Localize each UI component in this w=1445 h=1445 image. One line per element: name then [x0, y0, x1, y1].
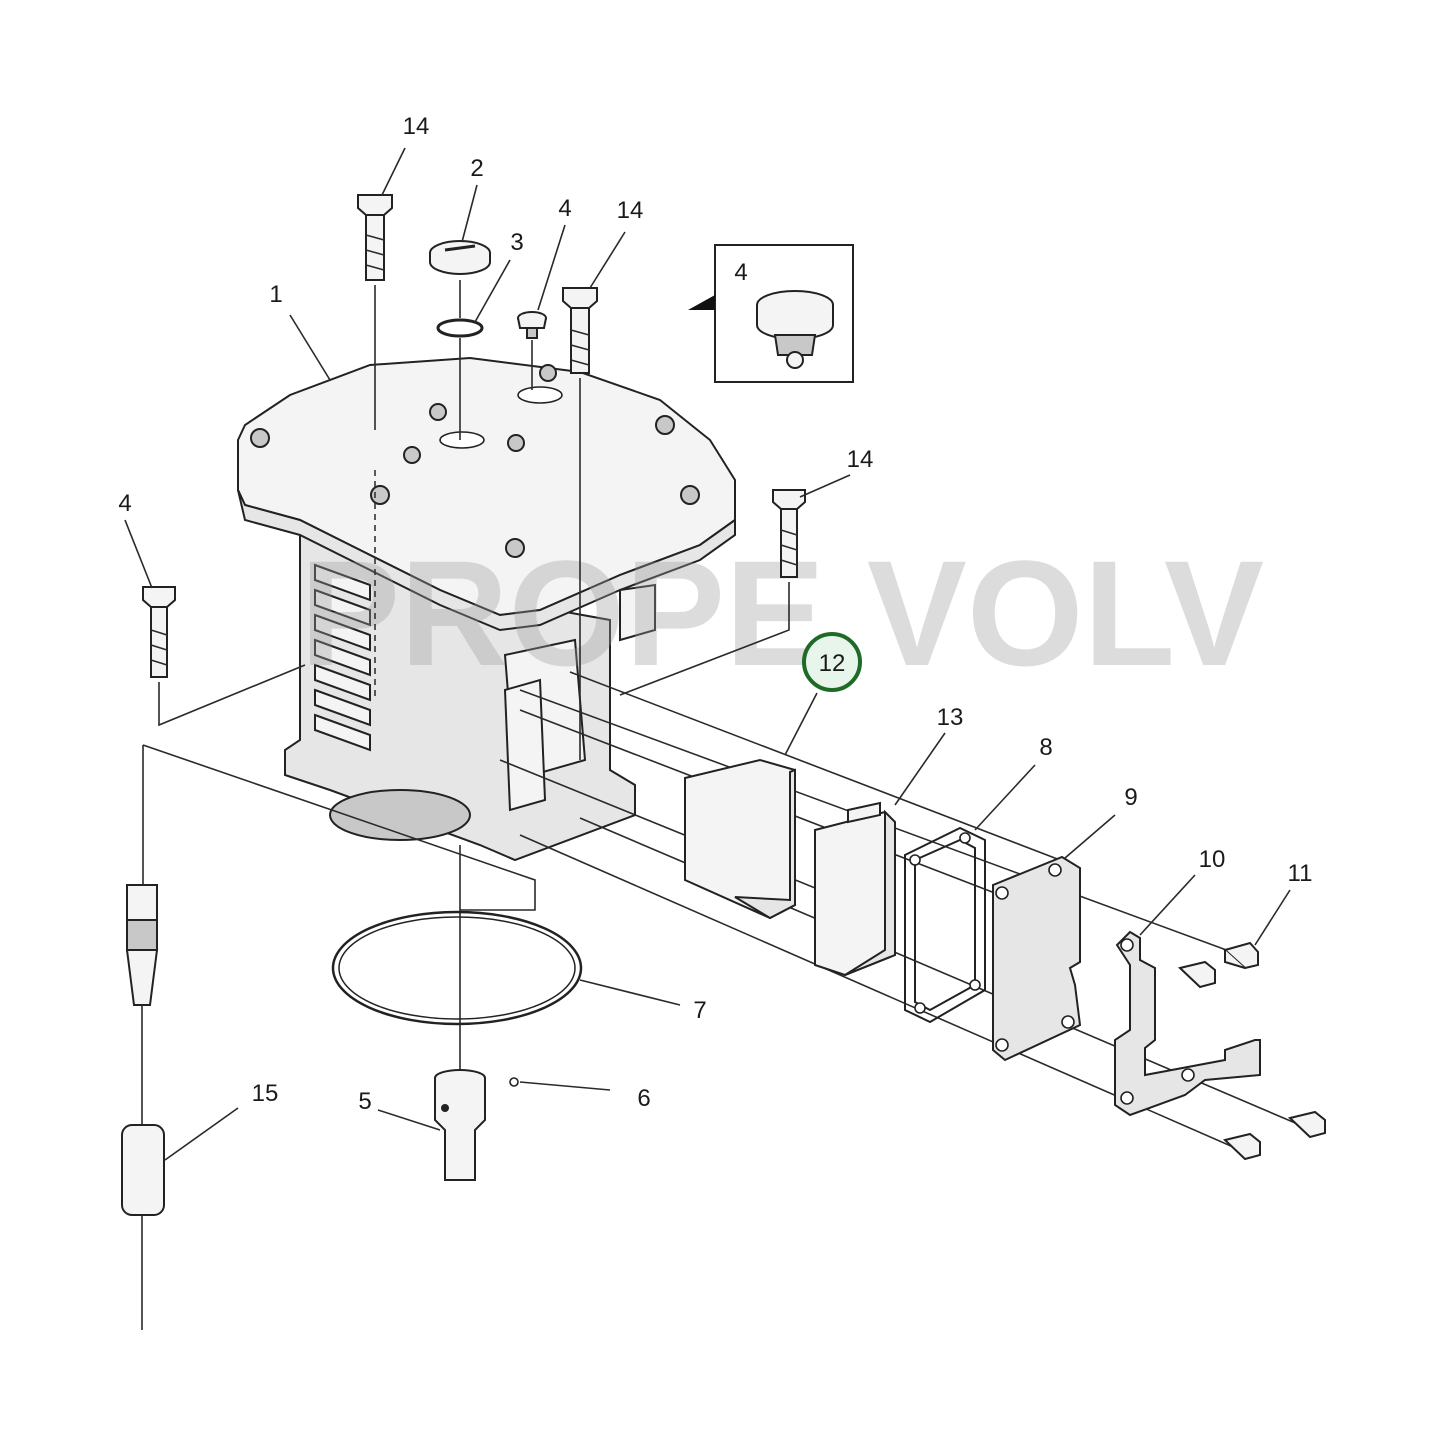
- leader-bolt-4-left: [158, 664, 306, 727]
- inset-detail-part-4: [688, 244, 854, 383]
- screw-part-11-b[interactable]: [1177, 960, 1216, 989]
- relay-module-part-12[interactable]: [684, 758, 796, 920]
- leader-bolt-14-right: [619, 582, 790, 696]
- callout-1: 1: [269, 281, 282, 308]
- screw-part-11-c[interactable]: [1287, 1110, 1326, 1139]
- bolt-part-14-middle[interactable]: [562, 287, 598, 374]
- callout-3: 3: [510, 229, 523, 256]
- callout-4-top: 4: [558, 195, 571, 222]
- callout-8: 8: [1039, 734, 1052, 761]
- valve-part-4-top[interactable]: [517, 311, 547, 339]
- callout-6: 6: [637, 1085, 650, 1112]
- screw-part-11-d[interactable]: [1222, 1132, 1261, 1161]
- callout-2: 2: [470, 155, 483, 182]
- callout-4-inset: 4: [734, 259, 747, 286]
- callout-13: 13: [937, 704, 964, 731]
- sensor-cable-part-15[interactable]: [121, 884, 165, 1330]
- o-ring-part-7[interactable]: [331, 910, 583, 1026]
- callout-15: 15: [252, 1080, 279, 1107]
- callout-14-middle: 14: [617, 197, 644, 224]
- bolt-part-14-right[interactable]: [772, 489, 806, 578]
- bolt-part-4-left[interactable]: [142, 586, 176, 678]
- housing-part-1[interactable]: [237, 356, 736, 862]
- plug-part-2[interactable]: [429, 240, 491, 275]
- cover-plate-part-9[interactable]: [992, 855, 1082, 1062]
- callout-5: 5: [358, 1088, 371, 1115]
- callout-10: 10: [1199, 846, 1226, 873]
- gasket-part-8[interactable]: [904, 826, 986, 1024]
- o-ring-part-3[interactable]: [436, 318, 484, 338]
- callout-11: 11: [1288, 860, 1313, 887]
- callout-4-left: 4: [118, 490, 131, 517]
- outline-frame-lines: [142, 744, 536, 911]
- cooling-fins: [314, 563, 371, 752]
- callout-14-left: 14: [403, 113, 430, 140]
- callout-14-right: 14: [847, 446, 874, 473]
- pin-part-6[interactable]: [509, 1077, 519, 1087]
- callout-9: 9: [1124, 784, 1137, 811]
- callout-7: 7: [693, 997, 706, 1024]
- shaft-part-5[interactable]: [434, 1069, 486, 1181]
- screw-part-11-a[interactable]: [1222, 941, 1259, 970]
- callout-12: 12: [819, 650, 846, 677]
- callout-leaders: [124, 147, 1291, 1161]
- circuit-board-part-13[interactable]: [814, 801, 896, 977]
- cover-bolts: [250, 364, 700, 558]
- bracket-part-10[interactable]: [1114, 930, 1261, 1117]
- bolt-part-14-left[interactable]: [357, 194, 393, 281]
- highlight-callout-12[interactable]: 12: [802, 632, 862, 692]
